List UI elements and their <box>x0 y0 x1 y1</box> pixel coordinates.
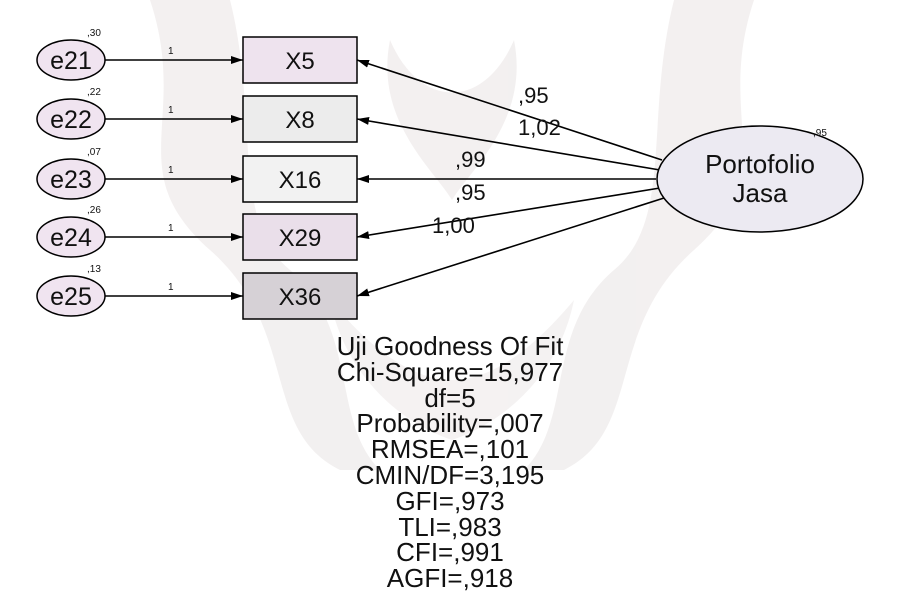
error-node-e23[interactable]: e23 ,07 <box>37 147 105 199</box>
loading-label-x29: ,95 <box>455 180 486 205</box>
indicator-label-x16: X16 <box>279 167 322 194</box>
fixed-path-label-e21: 1 <box>168 46 174 57</box>
error-node-e22[interactable]: e22 ,22 <box>37 87 105 139</box>
indicator-label-x29: X29 <box>279 225 322 252</box>
fit-gfi: GFI=,973 <box>190 489 710 515</box>
latent-label-line2: Jasa <box>733 178 788 208</box>
fit-agfi: AGFI=,918 <box>190 566 710 592</box>
indicator-label-x36: X36 <box>279 284 322 311</box>
error-variance-e22: ,22 <box>87 87 101 98</box>
fit-title: Uji Goodness Of Fit <box>190 334 710 360</box>
fit-cmin-df: CMIN/DF=3,195 <box>190 463 710 489</box>
loading-label-x8: 1,02 <box>518 115 561 140</box>
indicator-node-x8[interactable]: X8 <box>243 96 357 142</box>
indicator-node-x5[interactable]: X5 <box>243 37 357 83</box>
error-label-e24: e24 <box>50 224 92 252</box>
fit-chi-square: Chi-Square=15,977 <box>190 360 710 386</box>
fixed-path-label-e23: 1 <box>168 165 174 176</box>
error-variance-e24: ,26 <box>87 205 101 216</box>
indicator-node-x29[interactable]: X29 <box>243 214 357 260</box>
latent-variable[interactable]: Portofolio Jasa ,95 <box>657 126 863 232</box>
error-variance-e21: ,30 <box>87 28 101 39</box>
indicator-node-x16[interactable]: X16 <box>243 156 357 202</box>
indicator-label-x5: X5 <box>285 48 314 75</box>
latent-label-line1: Portofolio <box>705 149 815 179</box>
error-node-e24[interactable]: e24 ,26 <box>37 205 105 257</box>
error-variance-e23: ,07 <box>87 147 101 158</box>
error-label-e21: e21 <box>50 47 92 75</box>
fixed-path-label-e22: 1 <box>168 105 174 116</box>
error-node-e25[interactable]: e25 ,13 <box>37 264 105 316</box>
latent-variance: ,95 <box>813 128 827 139</box>
indicator-node-x36[interactable]: X36 <box>243 273 357 319</box>
error-label-e23: e23 <box>50 166 92 194</box>
loading-label-x36: 1,00 <box>432 213 475 238</box>
path-latent-to-x29 <box>357 188 660 237</box>
indicator-label-x8: X8 <box>285 107 314 134</box>
error-variance-e25: ,13 <box>87 264 101 275</box>
error-label-e22: e22 <box>50 106 92 134</box>
error-node-e21[interactable]: e21 ,30 <box>37 28 105 80</box>
loading-label-x5: ,95 <box>518 83 549 108</box>
loading-label-x16: ,99 <box>455 147 486 172</box>
fixed-path-label-e24: 1 <box>168 223 174 234</box>
goodness-of-fit-block: Uji Goodness Of Fit Chi-Square=15,977 df… <box>190 334 710 592</box>
error-label-e25: e25 <box>50 283 92 311</box>
fixed-path-label-e25: 1 <box>168 282 174 293</box>
